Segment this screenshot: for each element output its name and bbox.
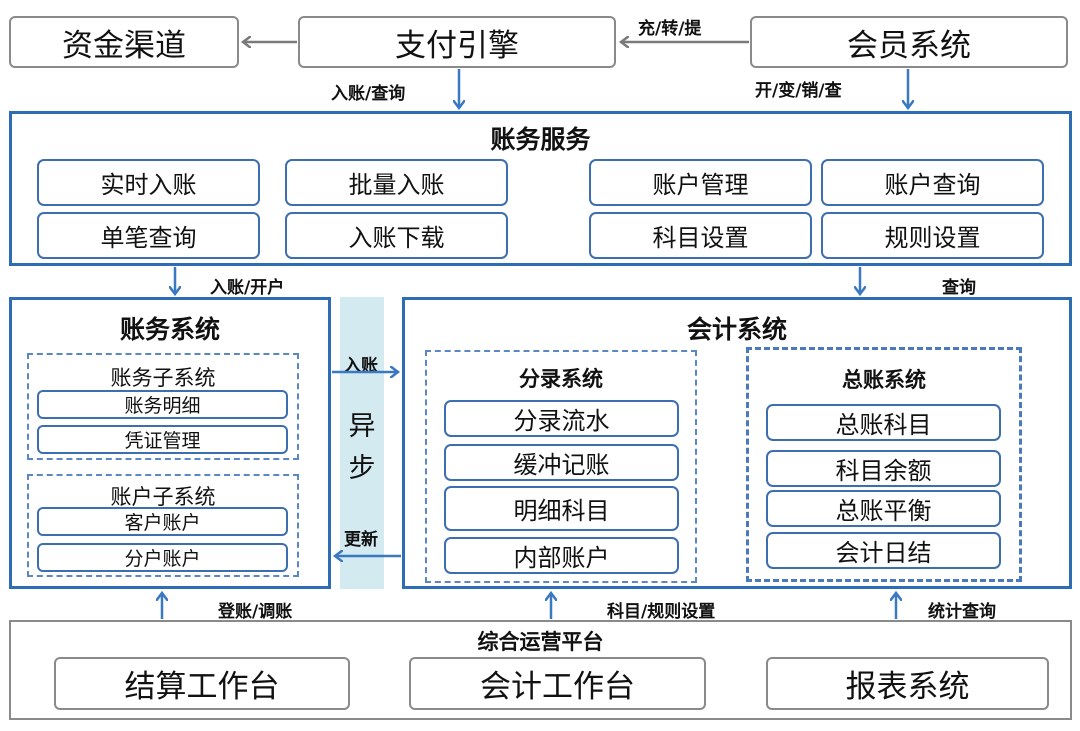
funding-channel-box: 资金渠道 (9, 16, 239, 68)
member-system-box: 会员系统 (750, 16, 1068, 68)
label-subject-rule-setting: 科目/规则设置 (607, 602, 716, 622)
label-post: 入账 (344, 356, 378, 376)
label-post-query: 入账/查询 (331, 84, 406, 104)
accounting-ops-system-title: 账务系统 (119, 315, 220, 344)
async-band (340, 297, 384, 589)
ledger-item-daily-close: 会计日结 (766, 532, 1001, 569)
service-item-realtime-post: 实时入账 (37, 159, 260, 206)
service-item-single-query: 单笔查询 (37, 212, 260, 259)
ledger-system-title: 总账系统 (842, 368, 926, 392)
ops-platform-title: 综合运营平台 (477, 630, 604, 654)
sub-item-account-detail: 账务明细 (37, 390, 288, 419)
ledger-item-gl-balance: 总账平衡 (766, 490, 1001, 527)
ops-item-settlement-workbench: 结算工作台 (54, 657, 350, 710)
async-label-2: 步 (348, 453, 376, 484)
label-charge-transfer-withdraw: 充/转/提 (638, 19, 702, 39)
entry-item-detail-subject: 明细科目 (444, 486, 679, 531)
service-item-subject-setting: 科目设置 (589, 212, 812, 259)
service-item-batch-post: 批量入账 (285, 159, 508, 206)
label-post-open-account: 入账/开户 (210, 278, 285, 298)
label-booking-adjust: 登账/调账 (218, 602, 293, 622)
ledger-item-subject-balance: 科目余额 (766, 450, 1001, 487)
entry-item-flow: 分录流水 (444, 400, 679, 437)
entry-system-title: 分录系统 (519, 367, 603, 391)
ledger-item-gl-subject: 总账科目 (766, 404, 1001, 441)
sub-item-voucher-management: 凭证管理 (37, 425, 288, 454)
accounting-system-title: 会计系统 (686, 315, 787, 344)
account-service-title: 账务服务 (490, 125, 591, 154)
payment-engine-box: 支付引擎 (298, 16, 616, 68)
account-detail-subsystem-title: 账务子系统 (110, 366, 216, 390)
sub-item-customer-account: 客户账户 (37, 507, 288, 536)
entry-item-internal-account: 内部账户 (444, 537, 679, 574)
service-item-rule-setting: 规则设置 (821, 212, 1044, 259)
ops-item-report-system: 报表系统 (766, 657, 1049, 710)
sub-item-sub-account: 分户账户 (37, 543, 288, 572)
service-item-account-management: 账户管理 (589, 159, 812, 206)
label-open-change-close-query: 开/变/销/查 (755, 81, 842, 101)
entry-item-buffer-booking: 缓冲记账 (444, 444, 679, 481)
account-subsystem-title: 账户子系统 (110, 485, 216, 509)
async-label-1: 异 (348, 411, 376, 442)
service-item-post-download: 入账下载 (285, 212, 508, 259)
service-item-account-query: 账户查询 (821, 159, 1044, 206)
label-update: 更新 (344, 530, 378, 550)
ops-item-accounting-workbench: 会计工作台 (409, 657, 706, 710)
label-stat-query: 统计查询 (928, 602, 996, 622)
label-query: 查询 (942, 278, 976, 298)
